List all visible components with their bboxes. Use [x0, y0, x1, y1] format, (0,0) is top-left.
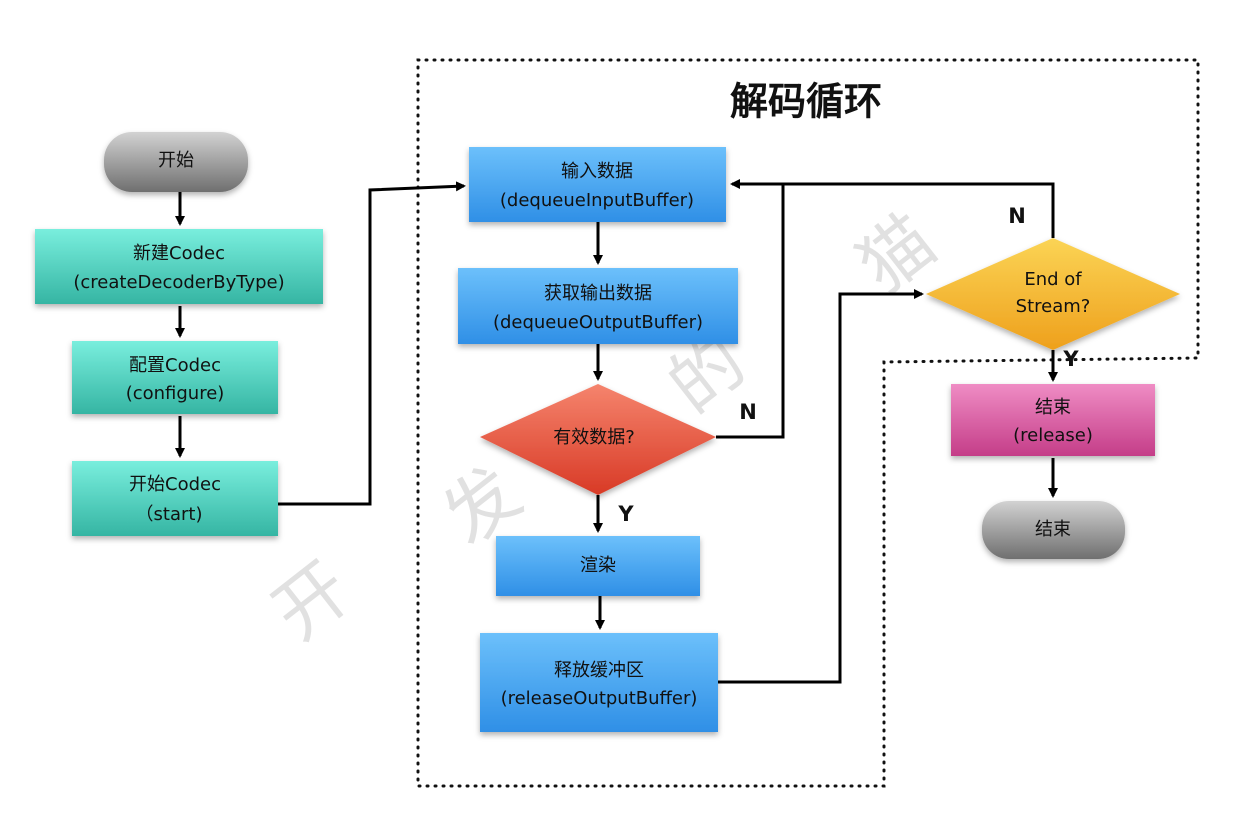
label-eos-yes: Y	[1062, 347, 1079, 371]
start-codec-label: 开始Codec	[129, 474, 221, 495]
edges	[175, 179, 1058, 684]
label-eos-no: N	[1008, 204, 1026, 228]
start-node: 开始	[104, 132, 248, 192]
release-buffer-method: (releaseOutputBuffer)	[501, 688, 698, 709]
configure-codec-node: 配置Codec (configure)	[72, 341, 278, 414]
release-method: (release)	[1013, 425, 1093, 446]
input-data-node: 输入数据 (dequeueInputBuffer)	[469, 147, 726, 222]
watermark-char-1: 开	[257, 545, 365, 656]
start-codec-method: （start)	[136, 504, 203, 525]
decode-loop-boundary	[416, 58, 1200, 788]
decode-loop-title: 解码循环	[730, 80, 882, 124]
get-output-label: 获取输出数据	[544, 283, 652, 304]
release-buffer-node: 释放缓冲区 (releaseOutputBuffer)	[480, 633, 718, 732]
create-codec-node: 新建Codec (createDecoderByType)	[35, 229, 323, 304]
edge-release-buffer-to-eos	[718, 289, 924, 684]
get-output-method: (dequeueOutputBuffer)	[493, 312, 703, 333]
end-node-label: 结束	[1035, 519, 1071, 540]
configure-codec-method: (configure)	[126, 383, 225, 404]
start-codec-node: 开始Codec （start)	[72, 461, 278, 536]
end-of-stream-line2: Stream?	[1016, 296, 1091, 317]
valid-data-label: 有效数据?	[553, 427, 635, 448]
start-node-label: 开始	[158, 150, 194, 171]
release-buffer-label: 释放缓冲区	[554, 660, 644, 681]
render-node: 渲染	[496, 536, 700, 596]
label-valid-yes: Y	[617, 502, 634, 526]
create-codec-label: 新建Codec	[133, 243, 225, 264]
render-label: 渲染	[580, 555, 616, 576]
get-output-node: 获取输出数据 (dequeueOutputBuffer)	[458, 268, 738, 344]
input-data-method: (dequeueInputBuffer)	[500, 190, 694, 211]
end-node: 结束	[982, 501, 1125, 559]
edge-valid-no-to-input	[716, 179, 785, 439]
end-of-stream-decision: End of Stream?	[926, 238, 1180, 350]
create-codec-method: (createDecoderByType)	[73, 272, 284, 293]
end-of-stream-line1: End of	[1024, 269, 1082, 290]
release-label: 结束	[1035, 397, 1071, 418]
valid-data-decision: 有效数据?	[480, 384, 716, 495]
input-data-label: 输入数据	[561, 161, 633, 182]
label-valid-no: N	[739, 400, 757, 424]
configure-codec-label: 配置Codec	[129, 355, 221, 376]
edge-start-codec-to-input	[278, 181, 466, 506]
edge-eos-no-to-input	[783, 182, 1055, 238]
release-node: 结束 (release)	[951, 384, 1155, 456]
